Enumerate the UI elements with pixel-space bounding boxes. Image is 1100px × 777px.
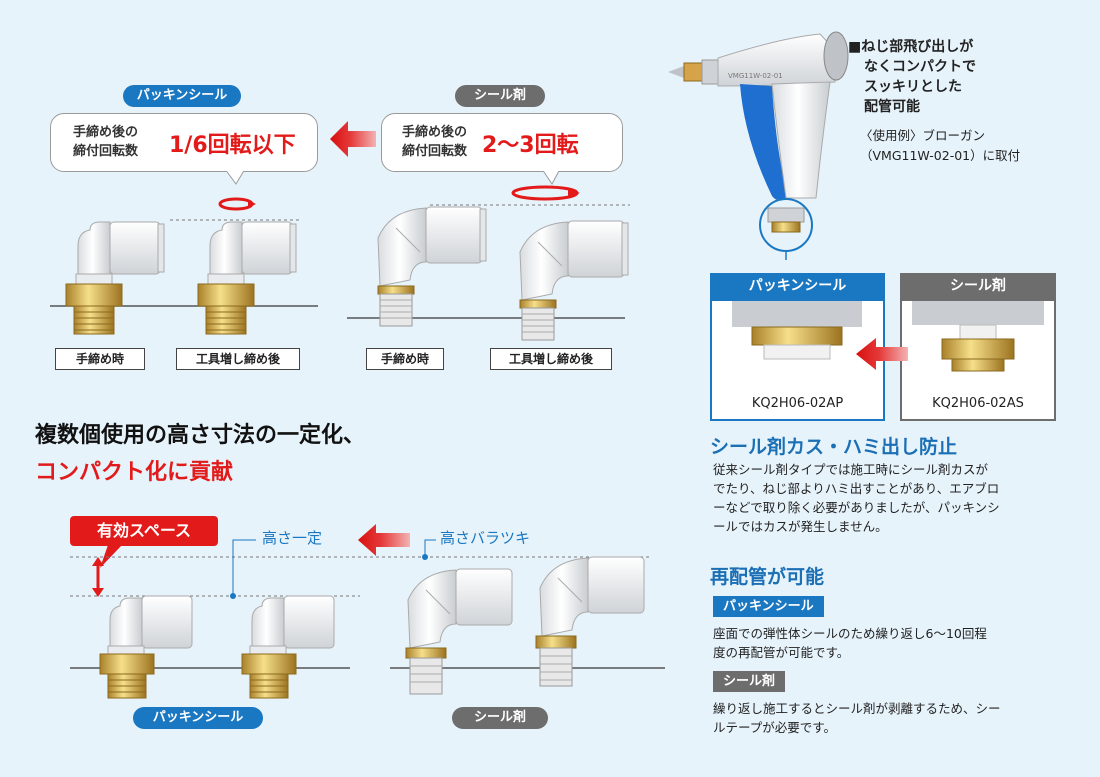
fitting-packing-tool-tight [197, 221, 297, 335]
para2-line: 座面での弾性体シールのため繰り返し6～10回程 [713, 626, 987, 641]
bottom-fittings-illustration [70, 524, 665, 699]
para2-line: 度の再配管が可能です。 [713, 645, 850, 660]
paragraph-sealant-repiping: 繰り返し施工するとシール剤が剥離するため、シー ルテープが必要です。 [713, 699, 1083, 737]
box-header-packing: パッキンシール [710, 273, 885, 299]
usage-example: 〈使用例〉ブローガン （VMG11W-02-01）に取付 [860, 126, 1020, 166]
caption-hand-tight-sealant: 手締め時 [366, 348, 444, 370]
height-double-arrow-icon [92, 557, 104, 597]
usage-line-1: 〈使用例〉ブローガン [860, 128, 986, 143]
caption-tool-tight-packing: 工具増し締め後 [176, 348, 300, 370]
fitting-sealant-hand-tight [377, 206, 487, 327]
red-arrow-left-icon [856, 338, 908, 370]
caption-tool-tight-sealant: 工具増し締め後 [490, 348, 612, 370]
bubble-label-1: 手締め後の [402, 125, 468, 140]
fitting-sealant-1 [405, 568, 513, 695]
bubble-sealant-rotation: 手締め後の 締付回転数 2～3回転 [381, 113, 623, 172]
para1-line: ールではカスが発生しません。 [713, 519, 888, 534]
fitting-packing-2 [241, 595, 335, 699]
model-packing: KQ2H06-02AP [751, 396, 844, 411]
fitting-sealant-tool-tight [519, 220, 629, 341]
paragraph-no-residue: 従来シール剤タイプでは施工時にシール剤カスが でたり、ねじ部よりハミ出すことがあ… [713, 460, 1083, 536]
heading-repiping: 再配管が可能 [710, 566, 825, 588]
pill-packing-seal-bottom: パッキンシール [133, 707, 263, 729]
para3-line: 繰り返し施工するとシール剤が剥離するため、シー [713, 701, 1001, 716]
pill-sealant-bottom: シール剤 [452, 707, 548, 729]
usage-line-2: （VMG11W-02-01）に取付 [860, 148, 1021, 163]
box-header-sealant: シール剤 [900, 273, 1056, 299]
box-packing-seal: KQ2H06-02AP [710, 299, 885, 421]
fitting-sealant-2 [535, 556, 645, 687]
caption-hand-tight-packing: 手締め時 [55, 348, 145, 370]
bubble-packing-rotation: 手締め後の 締付回転数 1/6回転以下 [50, 113, 318, 172]
paragraph-packing-repiping: 座面での弾性体シールのため繰り返し6～10回程 度の再配管が可能です。 [713, 624, 1083, 662]
tag-sealant: シール剤 [713, 671, 786, 692]
section-heading-line1: 複数個使用の高さ寸法の一定化、 [35, 423, 366, 448]
sealant-closeup-image [912, 301, 1044, 372]
fitting-packing-hand-tight [65, 221, 165, 335]
para3-line: ルテープが必要です。 [713, 720, 837, 735]
packing-closeup-image [732, 301, 862, 360]
bubble-label-2: 締付回転数 [402, 144, 468, 159]
gun-model-text: VMG11W-02-01 [728, 72, 783, 80]
top-fittings-illustration [50, 121, 630, 341]
red-arrow-left-icon [330, 121, 376, 157]
note-line-2: なくコンパクトで [864, 59, 976, 75]
pill-packing-seal: パッキンシール [123, 85, 241, 107]
rotation-arrow-icon [218, 197, 254, 211]
para1-line: ーなどで取り除く必要がありましたが、パッキンシ [713, 500, 1000, 515]
note-line-4: 配管可能 [864, 99, 920, 115]
note-compact-piping: ■ねじ部飛び出しが なくコンパクトで スッキリとした 配管可能 [848, 37, 976, 117]
para1-line: でたり、ねじ部よりハミ出すことがあり、エアブロ [713, 481, 1000, 496]
fitting-packing-1 [99, 595, 193, 699]
bubble-label-2: 締付回転数 [73, 144, 139, 159]
bubble-label-1: 手締め後の [73, 125, 139, 140]
rotation-value-sealant: 2～3回転 [482, 133, 579, 158]
note-line-3: スッキリとした [864, 79, 962, 95]
note-line-1: ■ねじ部飛び出しが [848, 39, 974, 55]
tag-packing-seal: パッキンシール [713, 596, 824, 617]
height-varies-label: 高さバラツキ [440, 529, 531, 547]
section-heading-line2: コンパクト化に貢献 [35, 460, 234, 485]
rotation-value-packing: 1/6回転以下 [169, 133, 296, 158]
effective-space-label: 有効スペース [70, 516, 218, 546]
para1-line: 従来シール剤タイプでは施工時にシール剤カスが [713, 462, 989, 477]
model-sealant: KQ2H06-02AS [932, 396, 1024, 411]
rotation-arrow-icon [511, 185, 579, 201]
box-sealant: KQ2H06-02AS [900, 299, 1056, 421]
pill-sealant: シール剤 [455, 85, 545, 107]
height-constant-label: 高さ一定 [262, 529, 323, 547]
blow-gun-illustration: VMG11W-02-01 [668, 31, 849, 260]
red-arrow-left-icon [358, 524, 410, 556]
heading-no-residue: シール剤カス・ハミ出し防止 [710, 436, 958, 458]
